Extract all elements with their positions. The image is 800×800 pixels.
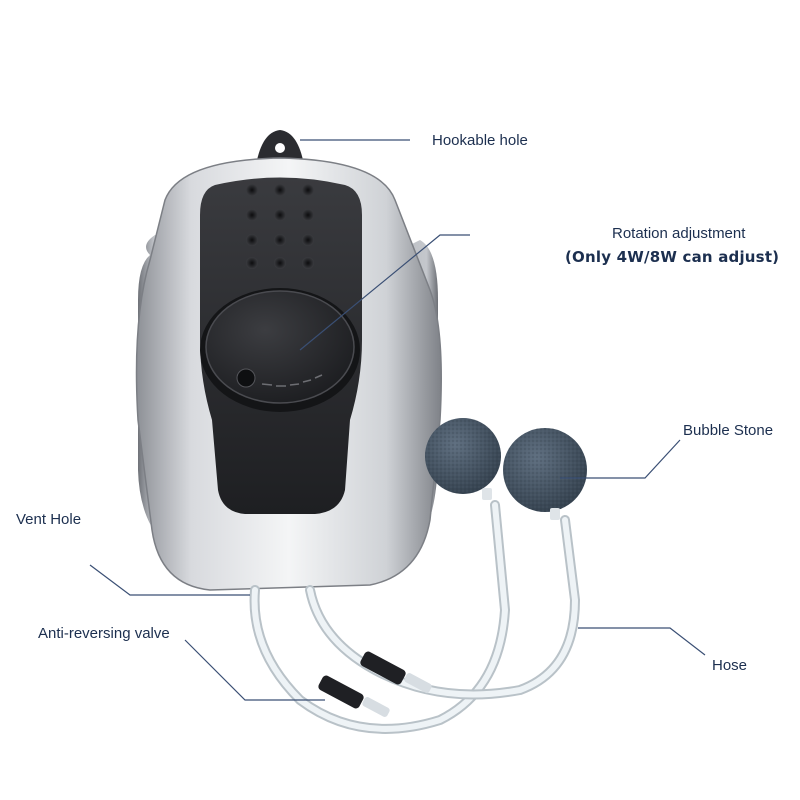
bubble-stones bbox=[425, 418, 587, 520]
label-hookable-hole: Hookable hole bbox=[432, 132, 528, 149]
vent-hole-grid bbox=[246, 184, 314, 269]
label-rotation-adjustment: Rotation adjustment bbox=[612, 225, 746, 242]
anti-reversing-valves bbox=[318, 651, 432, 717]
label-anti-reversing-valve: Anti-reversing valve bbox=[38, 625, 170, 642]
rotation-dial bbox=[200, 288, 360, 412]
label-bubble-stone: Bubble Stone bbox=[683, 422, 774, 439]
leader-lines bbox=[89, 139, 706, 701]
label-rotation-note: (Only 4W/8W can adjust) bbox=[565, 248, 780, 266]
label-hose: Hose bbox=[712, 657, 748, 674]
air-hoses bbox=[249, 500, 581, 734]
label-vent-hole: Vent Hole bbox=[16, 511, 82, 528]
hook-loop bbox=[256, 130, 304, 165]
